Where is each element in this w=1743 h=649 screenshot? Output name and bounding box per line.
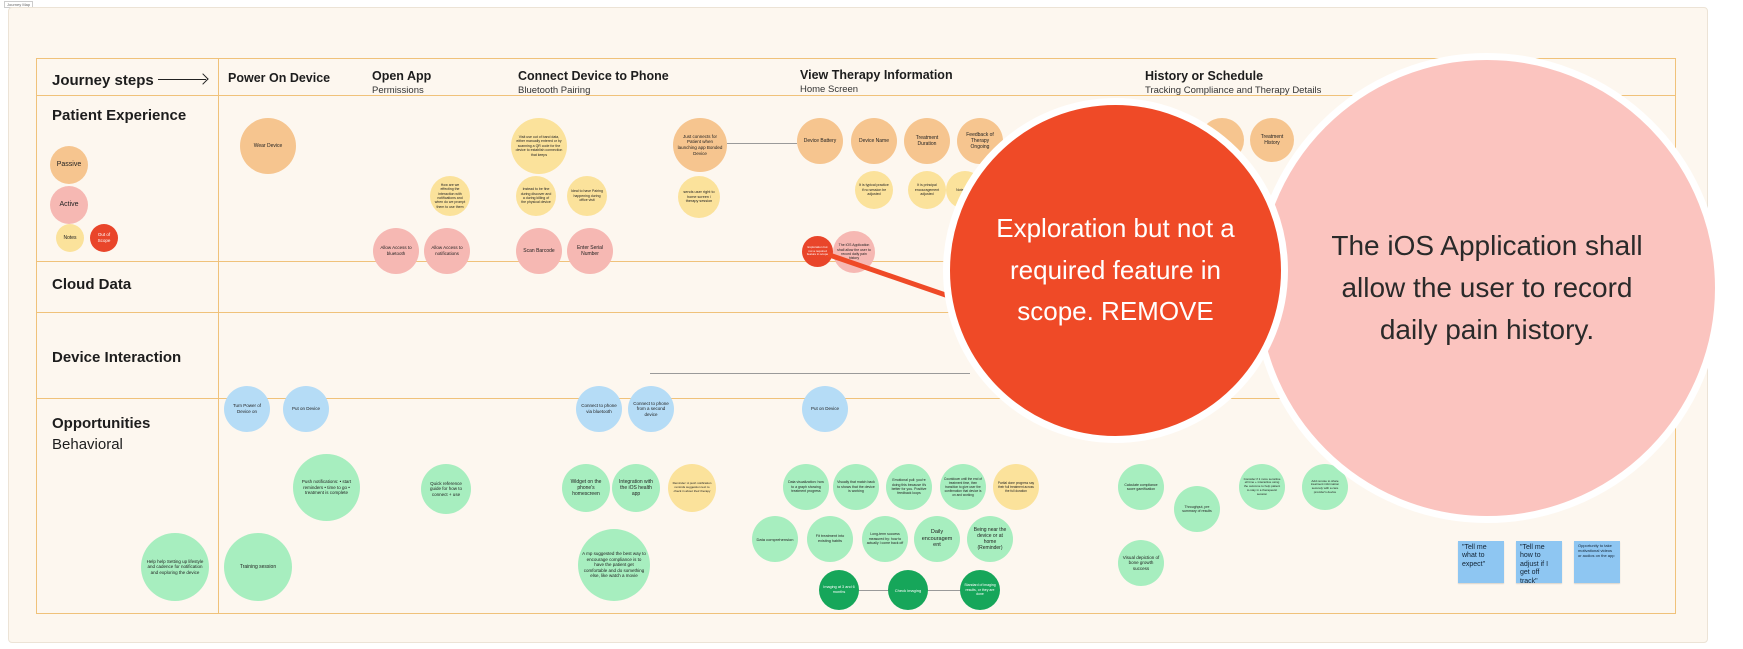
row-divider <box>36 398 1676 399</box>
row-label-device-interaction: Device Interaction <box>52 349 182 366</box>
legend-passive: Passive <box>50 146 88 184</box>
device-node[interactable]: Turn Power of Device on <box>224 386 270 432</box>
note-node[interactable]: Instead to be fine during discover and a… <box>516 176 556 216</box>
opportunity-node[interactable]: Emotional pull: you're doing this becaus… <box>886 464 932 510</box>
opportunity-node[interactable]: Long-term success measured by: how to ac… <box>862 516 908 562</box>
row-label-journey-steps: Journey steps <box>52 72 154 89</box>
milestone-node[interactable]: Standard of imaging results, or they are… <box>960 570 1000 610</box>
note-node[interactable]: sends user right to home screen / therap… <box>678 176 720 218</box>
out-of-scope-node[interactable]: Exploration but not a required feature i… <box>802 236 833 267</box>
flow-connector <box>727 143 797 144</box>
step-subtitle: Bluetooth Pairing <box>518 85 591 96</box>
note-node[interactable]: Reminder: A push notification reminds su… <box>668 464 716 512</box>
milestone-node[interactable]: Check imaging <box>888 570 928 610</box>
opportunity-node[interactable]: Being near the device or at home (Remind… <box>967 516 1013 562</box>
opportunity-node[interactable]: Visually that match back to shows that t… <box>833 464 879 510</box>
opportunity-node[interactable]: Consider if it more sensitive ell time +… <box>1239 464 1285 510</box>
patient-node[interactable]: Scan Barcode <box>516 228 562 274</box>
sticky-note[interactable]: "Tell me how to adjust if I get off trac… <box>1516 541 1562 585</box>
opportunity-node[interactable]: Widget on the phone's homescreen <box>562 464 610 512</box>
legend-out-of-scope: Out of Scope <box>90 224 118 252</box>
flow-connector <box>650 373 970 374</box>
opportunity-node[interactable]: A mp suggested the best way to encourage… <box>578 529 650 601</box>
row-label-patient-experience: Patient Experience <box>52 107 187 124</box>
note-node[interactable]: How are we effecting the interaction wit… <box>430 176 470 216</box>
opportunity-node[interactable]: Data comprehension <box>752 516 798 562</box>
row-label-opportunities: Opportunities <box>52 415 151 432</box>
note-node[interactable]: It is typical practice if no session be … <box>855 171 893 209</box>
row-sublabel-behavioral: Behavioral <box>52 436 123 453</box>
device-node[interactable]: Put on Device <box>283 386 329 432</box>
sticky-note[interactable]: "Tell me what to expect" <box>1458 541 1504 583</box>
note-node[interactable]: It is principal encouragement adjusted <box>908 171 946 209</box>
step-subtitle: Home Screen <box>800 84 859 95</box>
opportunity-node[interactable]: Calculate compliance score gamification <box>1118 464 1164 510</box>
out-of-scope-callout-text: Exploration but not a required feature i… <box>996 213 1235 327</box>
note-node[interactable]: Ideal to have Pairing happening during o… <box>567 176 607 216</box>
device-node[interactable]: Connect to phone from a second device <box>628 386 674 432</box>
opportunity-node[interactable]: Push notifications: • start reminders • … <box>293 454 360 521</box>
row-label-cloud-data: Cloud Data <box>52 276 132 293</box>
note-node[interactable]: Partial done progress say their full tre… <box>993 464 1039 510</box>
patient-node[interactable]: Allow Access to notifications <box>424 228 470 274</box>
patient-node[interactable]: Device Battery <box>797 118 843 164</box>
step-title: View Therapy Information <box>800 68 953 82</box>
requirement-callout[interactable]: The iOS Application shall allow the user… <box>1252 53 1722 523</box>
patient-node[interactable]: Allow Access to bluetooth <box>373 228 419 274</box>
patient-node[interactable]: Enter Serial Number <box>567 228 613 274</box>
patient-node[interactable]: Treatment Duration <box>904 118 950 164</box>
step-title: History or Schedule <box>1145 69 1264 83</box>
opportunity-node[interactable]: Quick reference guide for how to connect… <box>421 464 471 514</box>
opportunity-node[interactable]: Countdown until the end of treatment tim… <box>940 464 986 510</box>
step-subtitle: Permissions <box>372 85 424 96</box>
device-node[interactable]: Put on Device <box>802 386 848 432</box>
opportunity-node[interactable]: Daily encouragem ent <box>914 516 960 562</box>
legend-active: Active <box>50 186 88 224</box>
device-node[interactable]: Connect to phone via bluetooth <box>576 386 622 432</box>
opportunity-node[interactable]: Fit treatment into existing habits <box>807 516 853 562</box>
milestone-node[interactable]: Imaging at 3 and 6 months <box>819 570 859 610</box>
requirement-callout-text: The iOS Application shall allow the user… <box>1331 230 1643 345</box>
legend-notes: Notes <box>56 224 84 252</box>
row-divider <box>36 95 1676 96</box>
patient-node[interactable]: Device Name <box>851 118 897 164</box>
row-divider <box>36 312 1676 313</box>
step-title: Open App <box>372 69 432 83</box>
opportunity-node[interactable]: Data visualization: how to a graph showi… <box>783 464 829 510</box>
column-divider <box>218 58 219 614</box>
patient-node[interactable]: Just connects for Patient when launching… <box>673 118 727 172</box>
step-title: Connect Device to Phone <box>518 69 669 83</box>
patient-node[interactable]: Wear Device <box>240 118 296 174</box>
note-node[interactable]: Visit use out of band data, either manua… <box>511 118 567 174</box>
opportunity-node[interactable]: Throughput, pre summary of results <box>1174 486 1220 532</box>
opportunity-node[interactable]: Visual depiction of bone growth success <box>1118 540 1164 586</box>
out-of-scope-callout[interactable]: Exploration but not a required feature i… <box>943 98 1288 443</box>
opportunity-node[interactable]: Help help Setting up lifestyle and caden… <box>141 533 209 601</box>
opportunity-node[interactable]: Training session <box>224 533 292 601</box>
step-title: Power On Device <box>228 71 331 85</box>
step-subtitle: Tracking Compliance and Therapy Details <box>1145 85 1322 96</box>
patient-node[interactable]: Treatment History <box>1250 118 1294 162</box>
right-arrow-icon <box>158 79 206 80</box>
opportunity-node[interactable]: Integration with the iOS health app <box>612 464 660 512</box>
sticky-note[interactable]: Opportunity to take motivational videos … <box>1574 541 1620 583</box>
